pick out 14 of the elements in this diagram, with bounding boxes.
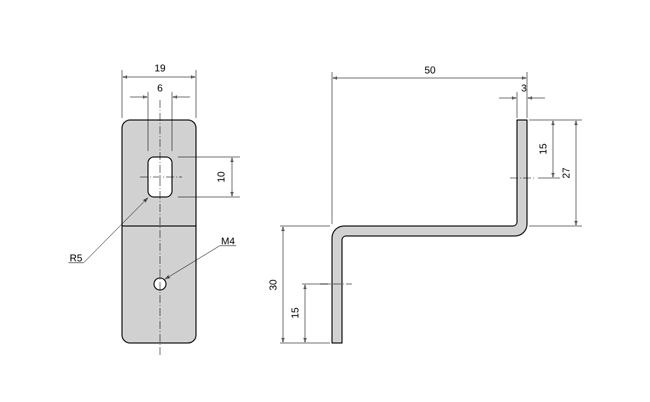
- callout-label: M4: [222, 238, 235, 244]
- dimension-label: 15: [292, 308, 298, 318]
- leader-line: [165, 245, 236, 280]
- dimension-label: 3: [522, 84, 526, 92]
- dimension-label: 15: [540, 144, 546, 154]
- dimension-label: 10: [217, 172, 225, 182]
- slot-hole: [148, 156, 172, 198]
- dimension-label: 27: [562, 168, 570, 178]
- dimension-label: 50: [424, 66, 436, 74]
- callout-label: R5: [70, 254, 82, 262]
- leader-line: [68, 198, 148, 263]
- dimension-label: 6: [158, 84, 162, 92]
- dimension-label: 30: [269, 280, 277, 290]
- dimension-label: 19: [155, 64, 166, 72]
